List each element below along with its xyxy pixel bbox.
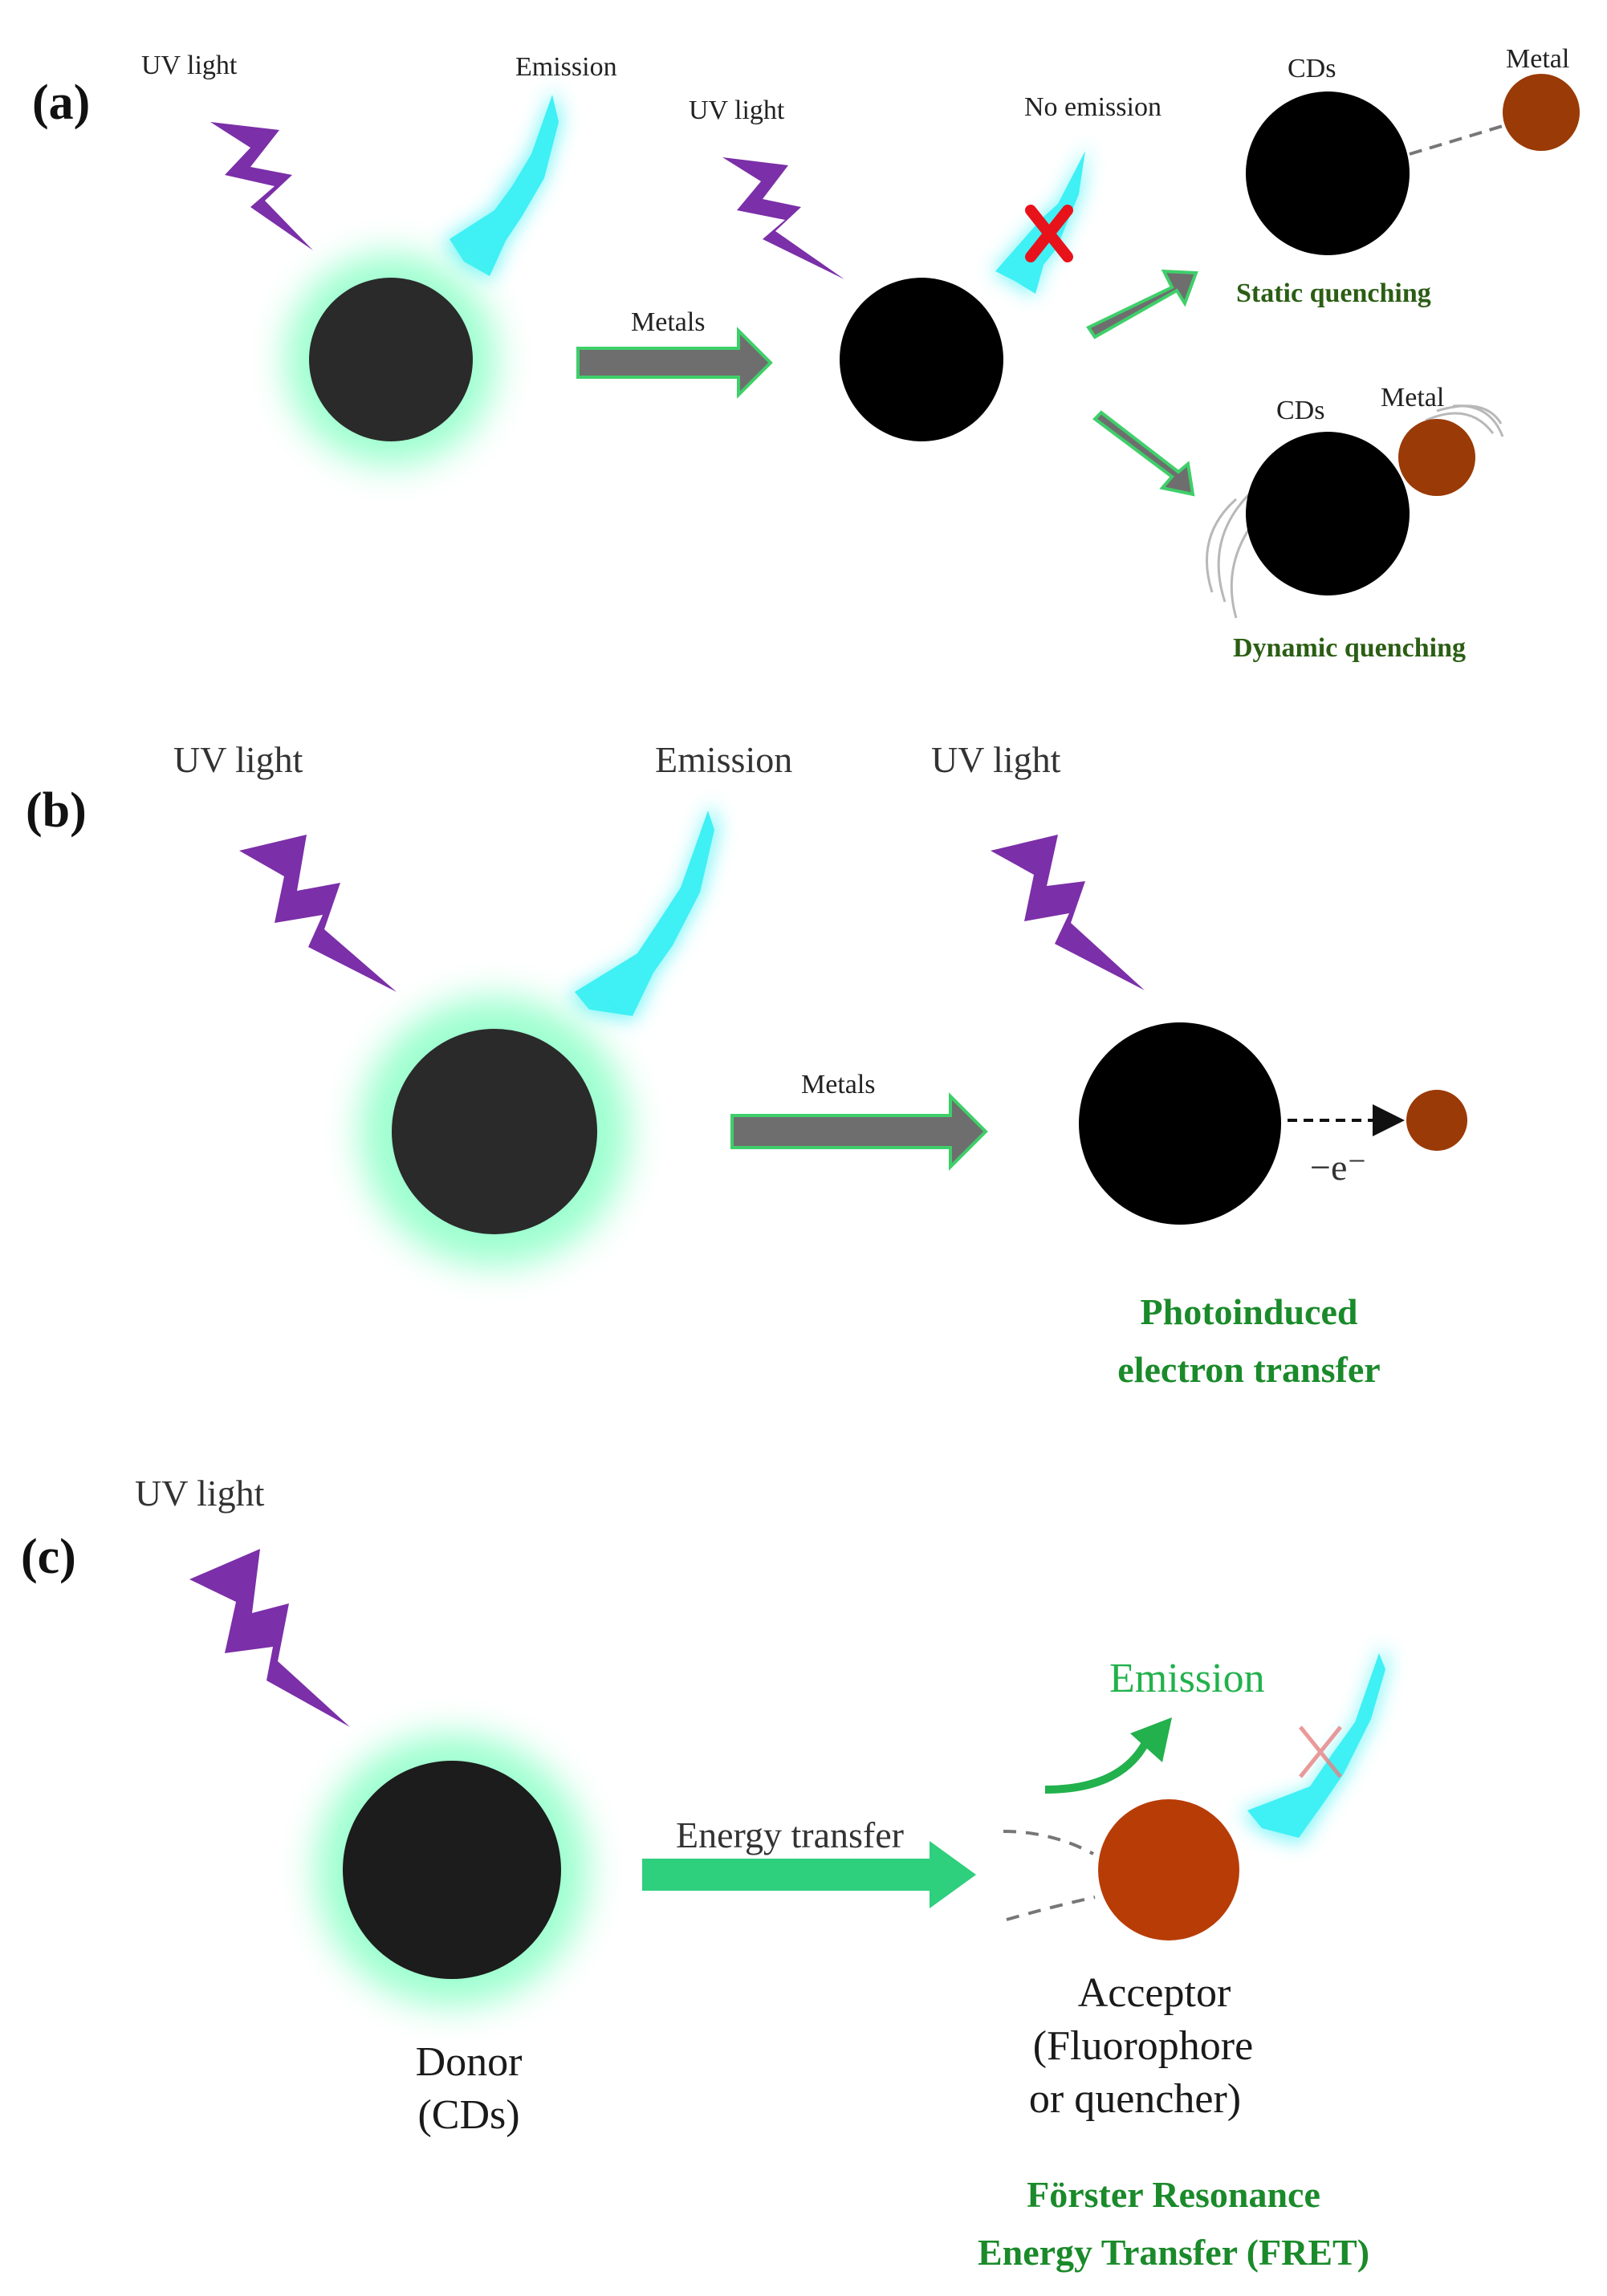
static-cd-particle bbox=[1246, 91, 1410, 255]
quenched-cd-particle bbox=[1079, 1022, 1281, 1225]
static-cds-label: CDs bbox=[1288, 54, 1336, 83]
metals-arrow bbox=[576, 327, 773, 399]
donor-particle bbox=[343, 1761, 561, 1979]
panel-b-letter: (b) bbox=[26, 783, 87, 838]
dynamic-metal-particle bbox=[1398, 419, 1475, 496]
panel-b-emission-label: Emission bbox=[655, 739, 792, 780]
acceptor-sub-label-2: or quencher) bbox=[1029, 2076, 1241, 2122]
metals-arrow bbox=[730, 1092, 988, 1171]
static-quenching-title: Static quenching bbox=[1236, 278, 1431, 308]
donor-label: Donor bbox=[416, 2039, 523, 2085]
faint-cross-icon bbox=[1299, 1725, 1342, 1778]
static-metal-label: Metal bbox=[1506, 44, 1569, 74]
panel-b-metals-label: Metals bbox=[801, 1070, 876, 1099]
acceptor-particle bbox=[1098, 1799, 1239, 1940]
dynamic-cd-particle bbox=[1246, 432, 1410, 595]
emission-arrowhead bbox=[1130, 1717, 1172, 1762]
uv-bolt-icon bbox=[210, 122, 313, 250]
fret-title-line2: Energy Transfer (FRET) bbox=[978, 2232, 1369, 2273]
static-bond-line bbox=[1409, 122, 1511, 156]
static-arrow bbox=[1086, 269, 1198, 339]
dynamic-cds-label: CDs bbox=[1276, 396, 1324, 425]
uv-bolt-icon bbox=[239, 835, 397, 992]
panel-b-uv-label-1: UV light bbox=[173, 739, 303, 780]
uv-bolt-icon bbox=[722, 157, 844, 279]
panel-c-uv-label: UV light bbox=[135, 1473, 265, 1514]
interaction-dashes bbox=[1006, 1896, 1096, 1921]
acceptor-label: Acceptor bbox=[1078, 1970, 1231, 2016]
no-emission-cross-icon bbox=[1025, 205, 1073, 262]
panel-c: (c) UV light Donor (CDs) Energy transfer… bbox=[21, 1473, 1389, 2273]
panel-b: (b) UV light Emission UV light Metals −e… bbox=[26, 739, 1467, 1390]
uv-bolt-icon bbox=[991, 835, 1145, 990]
dynamic-quenching-title: Dynamic quenching bbox=[1233, 633, 1466, 663]
emission-bolt-icon bbox=[568, 803, 719, 1021]
electron-label: −e⁻ bbox=[1310, 1147, 1367, 1188]
panel-a-uv-label-1: UV light bbox=[141, 51, 238, 80]
cd-particle bbox=[392, 1029, 597, 1234]
panel-a-letter: (a) bbox=[32, 75, 90, 130]
panel-a-no-emission-label: No emission bbox=[1024, 92, 1162, 122]
acceptor-sub-label-1: (Fluorophore bbox=[1033, 2023, 1253, 2069]
interaction-dashes bbox=[1003, 1830, 1094, 1855]
emission-curved-arrow bbox=[1044, 1736, 1152, 1794]
donor-sub-label: (CDs) bbox=[417, 2092, 519, 2138]
cd-particle bbox=[309, 278, 473, 441]
panel-a: (a) UV light Emission Metals UV light No… bbox=[32, 44, 1580, 663]
energy-transfer-label: Energy transfer bbox=[676, 1814, 904, 1855]
fret-title-line1: Förster Resonance bbox=[1027, 2174, 1320, 2215]
dynamic-arrow bbox=[1092, 410, 1195, 497]
motion-lines bbox=[1206, 404, 1504, 619]
emission-bolt-icon bbox=[443, 88, 562, 281]
panel-a-metals-label: Metals bbox=[631, 307, 706, 337]
panel-c-letter: (c) bbox=[21, 1530, 76, 1584]
quenched-cd-particle bbox=[840, 278, 1003, 441]
pet-title-line2: electron transfer bbox=[1117, 1349, 1380, 1390]
metal-particle bbox=[1406, 1090, 1467, 1151]
emission-bolt-icon bbox=[1241, 1645, 1389, 1844]
energy-transfer-arrow bbox=[642, 1841, 976, 1908]
panel-b-uv-label-2: UV light bbox=[931, 739, 1061, 780]
panel-a-emission-label: Emission bbox=[515, 52, 617, 82]
uv-bolt-icon bbox=[189, 1549, 350, 1727]
emission-label: Emission bbox=[1109, 1656, 1265, 1701]
static-metal-particle bbox=[1503, 74, 1580, 151]
pet-title-line1: Photoinduced bbox=[1141, 1291, 1358, 1332]
panel-a-uv-label-2: UV light bbox=[689, 95, 785, 125]
dynamic-metal-label: Metal bbox=[1381, 383, 1444, 412]
